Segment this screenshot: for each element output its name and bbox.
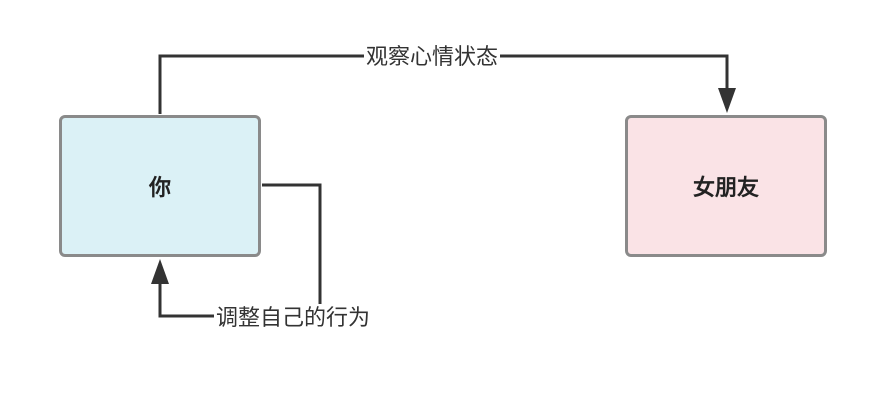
node-you: 你	[59, 115, 261, 257]
node-girlfriend: 女朋友	[625, 115, 827, 257]
node-you-label: 你	[148, 176, 171, 201]
edge-observe-label: 观察心情状态	[364, 43, 501, 73]
edge-adjust-arrowhead	[151, 259, 169, 284]
node-girlfriend-label: 女朋友	[692, 176, 759, 201]
edge-observe-arrowhead	[718, 88, 736, 113]
edge-adjust-label: 调整自己的行为	[214, 304, 373, 334]
